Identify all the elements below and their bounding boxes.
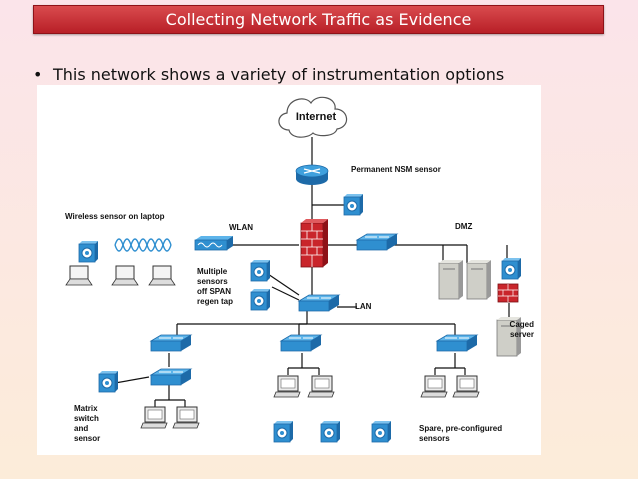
multiple-sensors-label-2: sensors (197, 277, 228, 286)
wlan-label: WLAN (229, 223, 253, 232)
multiple-sensors-label-4: regen tap (197, 297, 233, 306)
laptop-icon (111, 265, 139, 286)
internet-label: Internet (296, 111, 337, 123)
dmz-server-icon (438, 259, 464, 300)
pc-icon (452, 375, 480, 398)
matrix-label-1: Matrix (74, 404, 98, 413)
wlan-access-point-icon (194, 236, 233, 251)
dmz-label: DMZ (455, 222, 472, 231)
span-sensor-icon (250, 288, 271, 311)
spare-sensor-icon (320, 420, 341, 443)
pc-icon (420, 375, 448, 398)
bullet-text: This network shows a variety of instrume… (53, 65, 505, 84)
pc-icon (307, 375, 335, 398)
pc-icon (140, 406, 168, 429)
matrix-sensor-icon (98, 370, 119, 393)
internet-cloud: Internet (278, 96, 348, 138)
multiple-sensors-label-1: Multiple (197, 267, 228, 276)
small-firewall-icon (497, 283, 519, 303)
caged-label-1: Caged (510, 320, 535, 329)
dmz-server-icon (466, 259, 492, 300)
wireless-sensor-icon (78, 240, 99, 263)
permanent-sensor-icon (343, 193, 364, 216)
span-sensor-icon (250, 259, 271, 282)
pc-icon (273, 375, 301, 398)
matrix-label-4: sensor (74, 434, 100, 443)
lan-label: LAN (355, 302, 372, 311)
caged-label-2: server (510, 330, 534, 339)
spare-sensors-label-1: Spare, pre-configured (419, 424, 502, 433)
matrix-switch-icon (150, 368, 192, 386)
slide-title: Collecting Network Traffic as Evidence (33, 5, 604, 34)
spare-sensors-label-2: sensors (419, 434, 450, 443)
firewall-icon (300, 218, 329, 268)
multiple-sensors-label-3: off SPAN (197, 287, 231, 296)
permanent-sensor-label: Permanent NSM sensor (351, 165, 441, 174)
spare-sensor-icon (371, 420, 392, 443)
network-diagram: Internet Permanent NSM sensor WLAN DMZ C… (37, 85, 541, 455)
wireless-sensor-label: Wireless sensor on laptop (65, 212, 165, 221)
dmz-sensor-icon (501, 257, 522, 280)
pc-icon (172, 406, 200, 429)
switch-icon (150, 334, 192, 352)
switch-icon (280, 334, 322, 352)
bullet-icon: • (33, 65, 43, 84)
bullet-point: • This network shows a variety of instrum… (33, 65, 504, 84)
matrix-label-3: and (74, 424, 88, 433)
connection-lines (114, 137, 510, 407)
slide-title-text: Collecting Network Traffic as Evidence (165, 10, 472, 29)
lan-switch-icon (298, 294, 340, 312)
switch-icon (436, 334, 478, 352)
spare-sensor-icon (273, 420, 294, 443)
router-icon (295, 164, 329, 186)
dmz-switch-icon (356, 233, 398, 251)
matrix-label-2: switch (74, 414, 99, 423)
laptop-icon (148, 265, 176, 286)
wireless-waves-icon (114, 238, 172, 252)
laptop-icon (65, 265, 93, 286)
